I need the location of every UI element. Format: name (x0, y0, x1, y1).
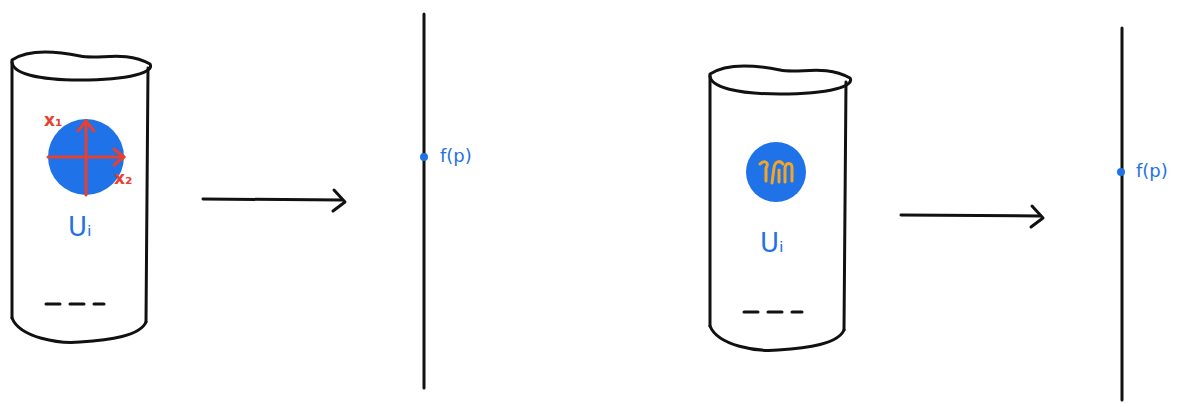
cylinder-bottom (710, 326, 844, 350)
point (1117, 168, 1125, 176)
cylinder-top (12, 52, 151, 80)
point-label: f(p) (440, 147, 472, 165)
cylinder-side (709, 76, 712, 326)
cylinder-hidden-edge (46, 303, 104, 306)
axis-label: x₁ (44, 112, 62, 129)
set-label: Uᵢ (68, 214, 92, 240)
chart-disk (48, 119, 124, 195)
map-arrow (901, 215, 1040, 216)
scribble (778, 170, 781, 182)
axis-arrow (48, 156, 124, 159)
real-line (1121, 28, 1124, 400)
axis-label: x₂ (114, 170, 132, 187)
cylinder-side (844, 82, 846, 330)
chart-disk (746, 142, 806, 202)
cylinder-side (11, 62, 14, 318)
axis-arrowhead (78, 121, 94, 131)
cylinder-top (710, 66, 851, 94)
cylinder-side (146, 68, 148, 322)
map-arrowhead (333, 190, 345, 211)
real-line (423, 14, 426, 388)
set-label: Uᵢ (760, 230, 784, 256)
map-arrow (203, 199, 342, 200)
cylinder-hidden-edge (744, 311, 802, 314)
point-label: f(p) (1136, 162, 1168, 180)
axis-arrowhead (114, 149, 124, 165)
scribble (772, 162, 783, 183)
point (420, 153, 428, 161)
scribble (760, 162, 767, 181)
map-arrowhead (1031, 206, 1043, 227)
scribble (785, 164, 792, 183)
cylinder-bottom (12, 318, 146, 342)
